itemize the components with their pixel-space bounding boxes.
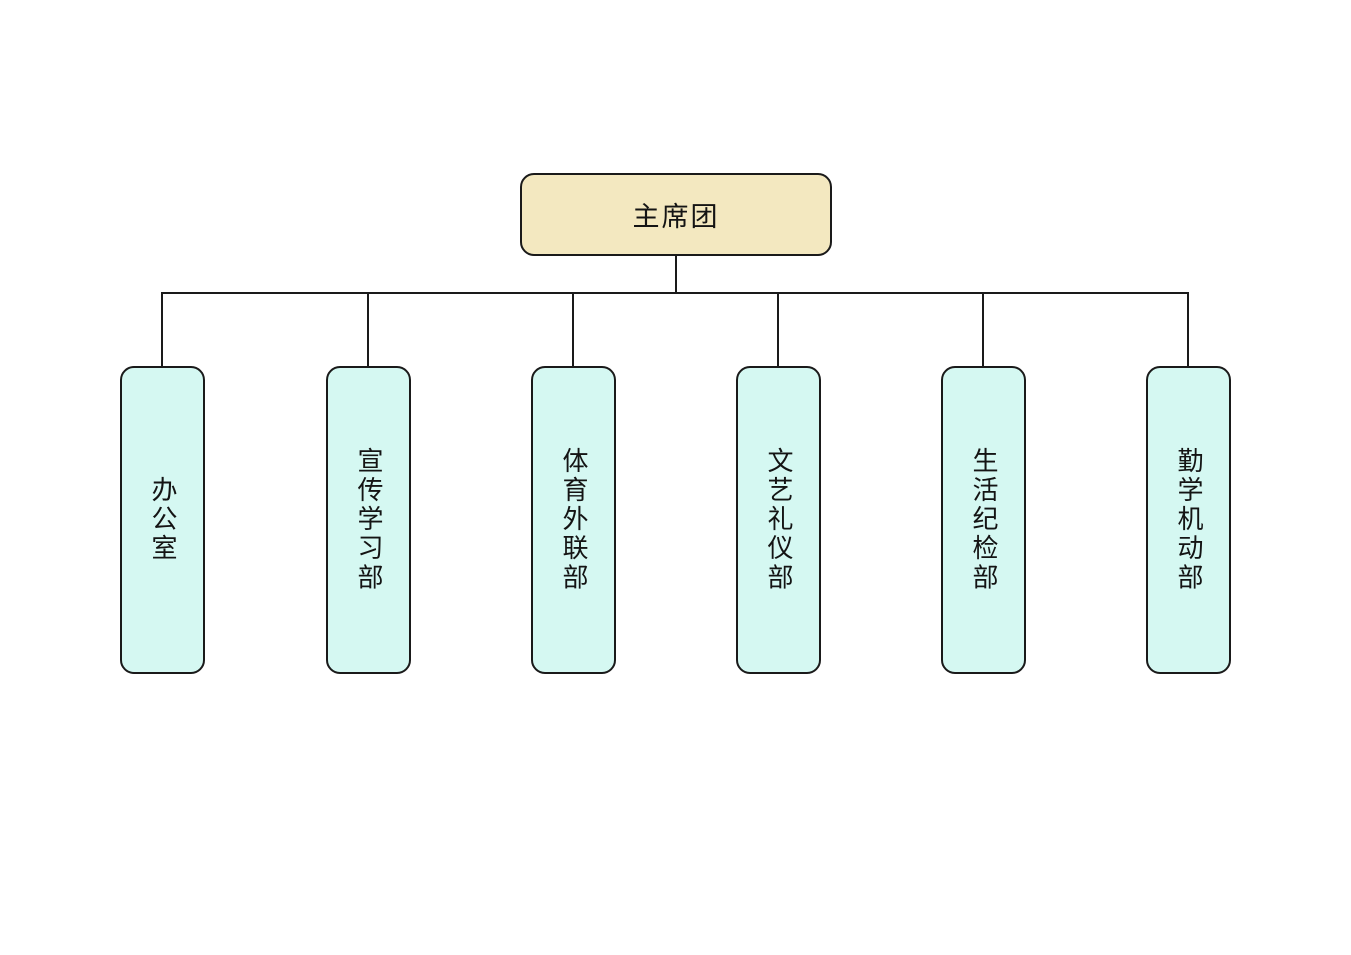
connector-drop-office xyxy=(161,292,163,368)
org-node-root-label: 主席团 xyxy=(632,202,720,232)
org-node-sports-outreach-label: 体育外联部 xyxy=(559,447,588,593)
org-node-root: 主席团 xyxy=(520,173,832,256)
connector-horizontal-bus xyxy=(161,292,1189,294)
connector-drop-mobility xyxy=(1187,292,1189,368)
connector-root-stem xyxy=(675,256,677,294)
org-node-arts-etiquette-label: 文艺礼仪部 xyxy=(764,447,793,593)
org-node-study-mobility: 勤学机动部 xyxy=(1146,366,1231,674)
org-node-study-mobility-label: 勤学机动部 xyxy=(1174,447,1203,593)
org-node-office: 办公室 xyxy=(120,366,205,674)
org-node-life-discipline: 生活纪检部 xyxy=(941,366,1026,674)
connector-drop-sports xyxy=(572,292,574,368)
org-node-publicity-study-label: 宣传学习部 xyxy=(354,447,383,593)
org-node-publicity-study: 宣传学习部 xyxy=(326,366,411,674)
connector-drop-arts xyxy=(777,292,779,368)
org-node-life-discipline-label: 生活纪检部 xyxy=(969,447,998,593)
org-node-sports-outreach: 体育外联部 xyxy=(531,366,616,674)
org-node-arts-etiquette: 文艺礼仪部 xyxy=(736,366,821,674)
connector-drop-publicity xyxy=(367,292,369,368)
connector-drop-discipline xyxy=(982,292,984,368)
org-node-office-label: 办公室 xyxy=(148,476,177,564)
